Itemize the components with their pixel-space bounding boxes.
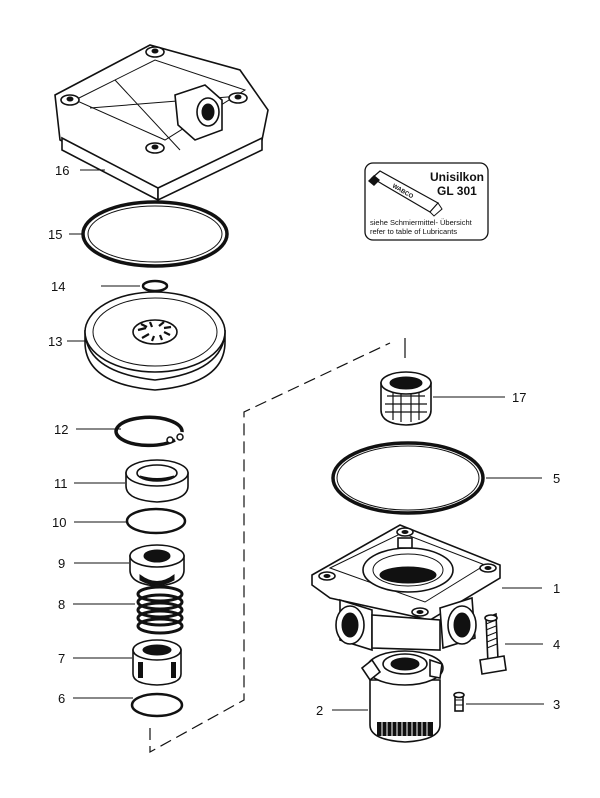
lubricant-name: Unisilkon — [430, 170, 484, 184]
label-8: 8 — [58, 597, 65, 612]
label-1: 1 — [553, 581, 560, 596]
label-17: 17 — [512, 390, 526, 405]
label-11: 11 — [54, 476, 68, 491]
label-3: 3 — [553, 697, 560, 712]
part-4-bolt — [479, 612, 507, 675]
label-16: 16 — [55, 163, 69, 178]
label-13: 13 — [48, 334, 62, 349]
part-10-o-ring — [125, 507, 187, 535]
part-12-circlip — [114, 415, 184, 448]
part-1-housing — [311, 524, 501, 652]
label-10: 10 — [52, 515, 66, 530]
part-number-labels: 16 15 14 13 12 11 10 9 8 7 6 17 5 1 4 2 … — [48, 163, 560, 718]
lubricant-code: GL 301 — [437, 184, 477, 198]
assembly-guide-dashed-line — [149, 338, 406, 754]
part-17-filter — [380, 371, 432, 426]
label-12: 12 — [54, 422, 68, 437]
label-9: 9 — [58, 556, 65, 571]
lubricant-note-en: refer to table of Lubricants — [370, 227, 457, 236]
leader-lines — [67, 169, 544, 711]
part-14-small-ring — [141, 279, 169, 293]
label-5: 5 — [553, 471, 560, 486]
part-9-valve — [129, 544, 185, 587]
lubricant-note-de: siehe Schmiermittel- Übersicht — [370, 218, 473, 227]
label-14: 14 — [51, 279, 65, 294]
label-4: 4 — [553, 637, 560, 652]
label-7: 7 — [58, 651, 65, 666]
part-11-seat — [125, 459, 189, 503]
label-6: 6 — [58, 691, 65, 706]
label-15: 15 — [48, 227, 62, 242]
lubricant-info-box: WABCO Unisilkon GL 301 siehe Schmiermitt… — [364, 162, 489, 241]
part-2-lower-cap — [360, 650, 444, 743]
label-2: 2 — [316, 703, 323, 718]
part-6-o-ring — [130, 692, 184, 718]
part-15-o-ring — [81, 200, 229, 268]
part-8-spring — [136, 585, 184, 635]
part-5-o-ring — [331, 441, 485, 515]
part-16-cover — [54, 44, 269, 202]
part-3-screw — [453, 691, 465, 712]
part-7-piston — [132, 639, 182, 686]
part-13-diaphragm — [84, 291, 226, 391]
